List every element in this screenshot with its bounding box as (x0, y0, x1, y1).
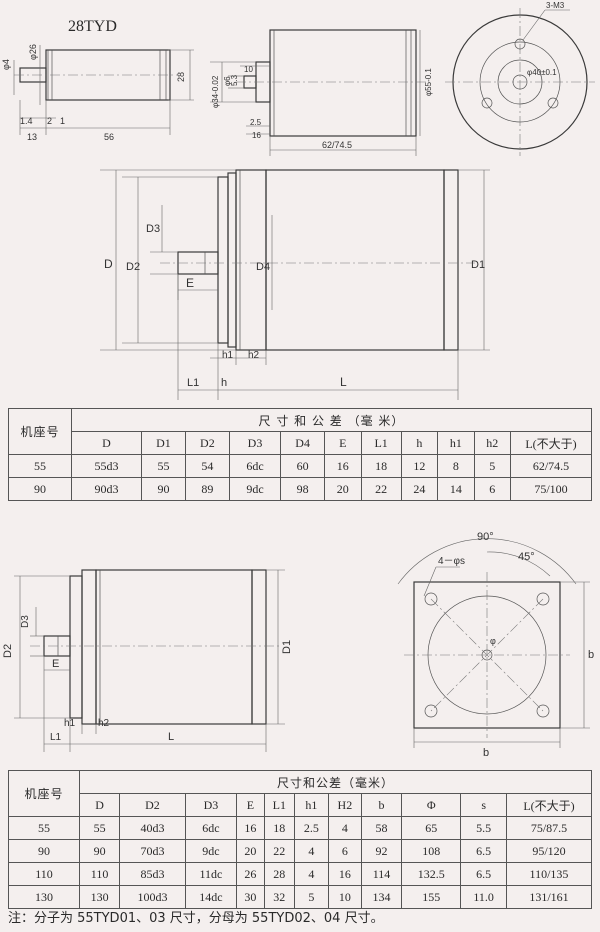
t1-col-D: D (70, 431, 143, 455)
label-h2-lower: h2 (98, 718, 110, 729)
label-phi: φ (490, 636, 496, 646)
t2-col-E: E (236, 793, 265, 817)
label-E: E (186, 276, 194, 290)
label-L1-lower: L1 (50, 732, 62, 743)
label-b-bottom: b (483, 747, 489, 759)
dim-d26: φ26 (28, 44, 38, 60)
dim-d55: φ55-0.1 (424, 68, 433, 96)
t1-header-span: 尺 寸 和 公 差 （毫 米） (71, 408, 592, 432)
t1-header-model: 机座号 (8, 408, 72, 455)
t2-col-H2: H2 (327, 793, 362, 817)
diagram-flange-motor: D2 D3 E D1 h1 h2 L1 L 90° 45° 4－φs φ b (2, 531, 594, 759)
t1-col-E: E (324, 431, 362, 455)
t2-col-L1: L1 (263, 793, 295, 817)
label-D1: D1 (471, 259, 485, 271)
label-D2-lower: D2 (2, 644, 14, 658)
t2-col-phi: Φ (401, 793, 462, 817)
spec-table-2: 机座号 尺寸和公差（毫米） D D2 D3 E L1 h1 H2 b Φ s L… (8, 770, 592, 909)
label-D3: D3 (146, 223, 160, 235)
label-L-lower: L (168, 731, 174, 743)
t1-col-L: L(不大于) (510, 431, 592, 455)
label-L: L (340, 375, 347, 389)
dim-l13: 13 (27, 132, 37, 142)
dim-l56: 56 (104, 132, 114, 142)
t2-col-D: D (78, 793, 121, 817)
dim-l25: 2.5 (250, 118, 262, 127)
dim-d4: φ4 (1, 59, 11, 70)
dim-d28: 28 (176, 72, 186, 82)
label-h1-lower: h1 (64, 718, 76, 729)
dim-l1: 1 (60, 116, 65, 126)
t1-col-D1: D1 (141, 431, 186, 455)
dim-l16: 16 (252, 131, 261, 140)
dim-l53: 5.3 (230, 74, 239, 86)
table-row: 130 130 100d3 14dc 30 32 5 10 134 155 11… (8, 885, 592, 909)
label-holes: 4－φs (438, 556, 465, 567)
table-row: 90 90 70d3 9dc 20 22 4 6 92 108 6.5 95/1… (8, 839, 592, 863)
label-D: D (104, 257, 113, 271)
dim-d34: φ34-0.02 (211, 75, 220, 108)
diagram-28tyd: φ4 φ26 28 1.4 2 1 13 56 φ34-0.02 φ6 5.3 … (1, 1, 595, 156)
label-L1: L1 (187, 377, 199, 389)
dim-d6: φ6 (223, 76, 232, 86)
footnote: 注：分子为 55TYD01、03 尺寸，分母为 55TYD02、04 尺寸。 (8, 911, 384, 926)
label-D1-lower: D1 (281, 640, 293, 654)
label-h1: h1 (222, 350, 234, 361)
label-h2: h2 (248, 350, 260, 361)
table-row: 110 110 85d3 11dc 26 28 4 16 114 132.5 6… (8, 862, 592, 886)
t2-col-D3: D3 (184, 793, 238, 817)
t1-col-D3: D3 (228, 431, 282, 455)
label-D4: D4 (256, 261, 270, 273)
label-E-lower: E (52, 658, 59, 670)
label-D3-lower: D3 (20, 615, 31, 628)
t2-col-b: b (360, 793, 403, 817)
dim-m3: 3-M3 (546, 1, 565, 10)
t2-header-model: 机座号 (8, 770, 80, 817)
spec-table-1: 机座号 尺 寸 和 公 差 （毫 米） D D1 D2 D3 D4 E L1 h… (8, 408, 592, 501)
dim-l10: 10 (244, 65, 253, 74)
t2-col-s: s (460, 793, 507, 817)
dim-l14: 1.4 (20, 116, 33, 126)
t2-header-span: 尺寸和公差（毫米） (79, 770, 592, 794)
label-h: h (221, 377, 227, 389)
t1-col-D2: D2 (184, 431, 230, 455)
label-b-right: b (588, 649, 594, 661)
t2-col-h1: h1 (293, 793, 329, 817)
t1-col-h1: h1 (437, 431, 475, 455)
table-row: 55 55d3 55 54 6dc 60 16 18 12 8 5 62/74.… (8, 454, 592, 478)
label-angle45: 45° (518, 551, 535, 563)
dim-l2: 2 (47, 116, 52, 126)
dim-l62: 62/74.5 (322, 140, 352, 150)
dim-d40: φ40±0.1 (527, 68, 557, 77)
t1-col-D4: D4 (280, 431, 326, 455)
t1-col-h: h (400, 431, 439, 455)
table-row: 90 90d3 90 89 9dc 98 20 22 24 14 6 75/10… (8, 477, 592, 501)
t1-col-L1: L1 (360, 431, 402, 455)
label-D2: D2 (126, 261, 140, 273)
t1-col-h2: h2 (473, 431, 512, 455)
diagram-motor-side-view: D D2 D3 E D4 D1 h1 h2 L1 h L (100, 169, 490, 400)
table-row: 55 55 40d3 6dc 16 18 2.5 4 58 65 5.5 75/… (8, 816, 592, 840)
t2-col-D2: D2 (119, 793, 186, 817)
t2-col-L: L(不大于) (506, 793, 592, 817)
model-label: 28TYD (68, 18, 117, 35)
label-angle90: 90° (477, 531, 494, 543)
